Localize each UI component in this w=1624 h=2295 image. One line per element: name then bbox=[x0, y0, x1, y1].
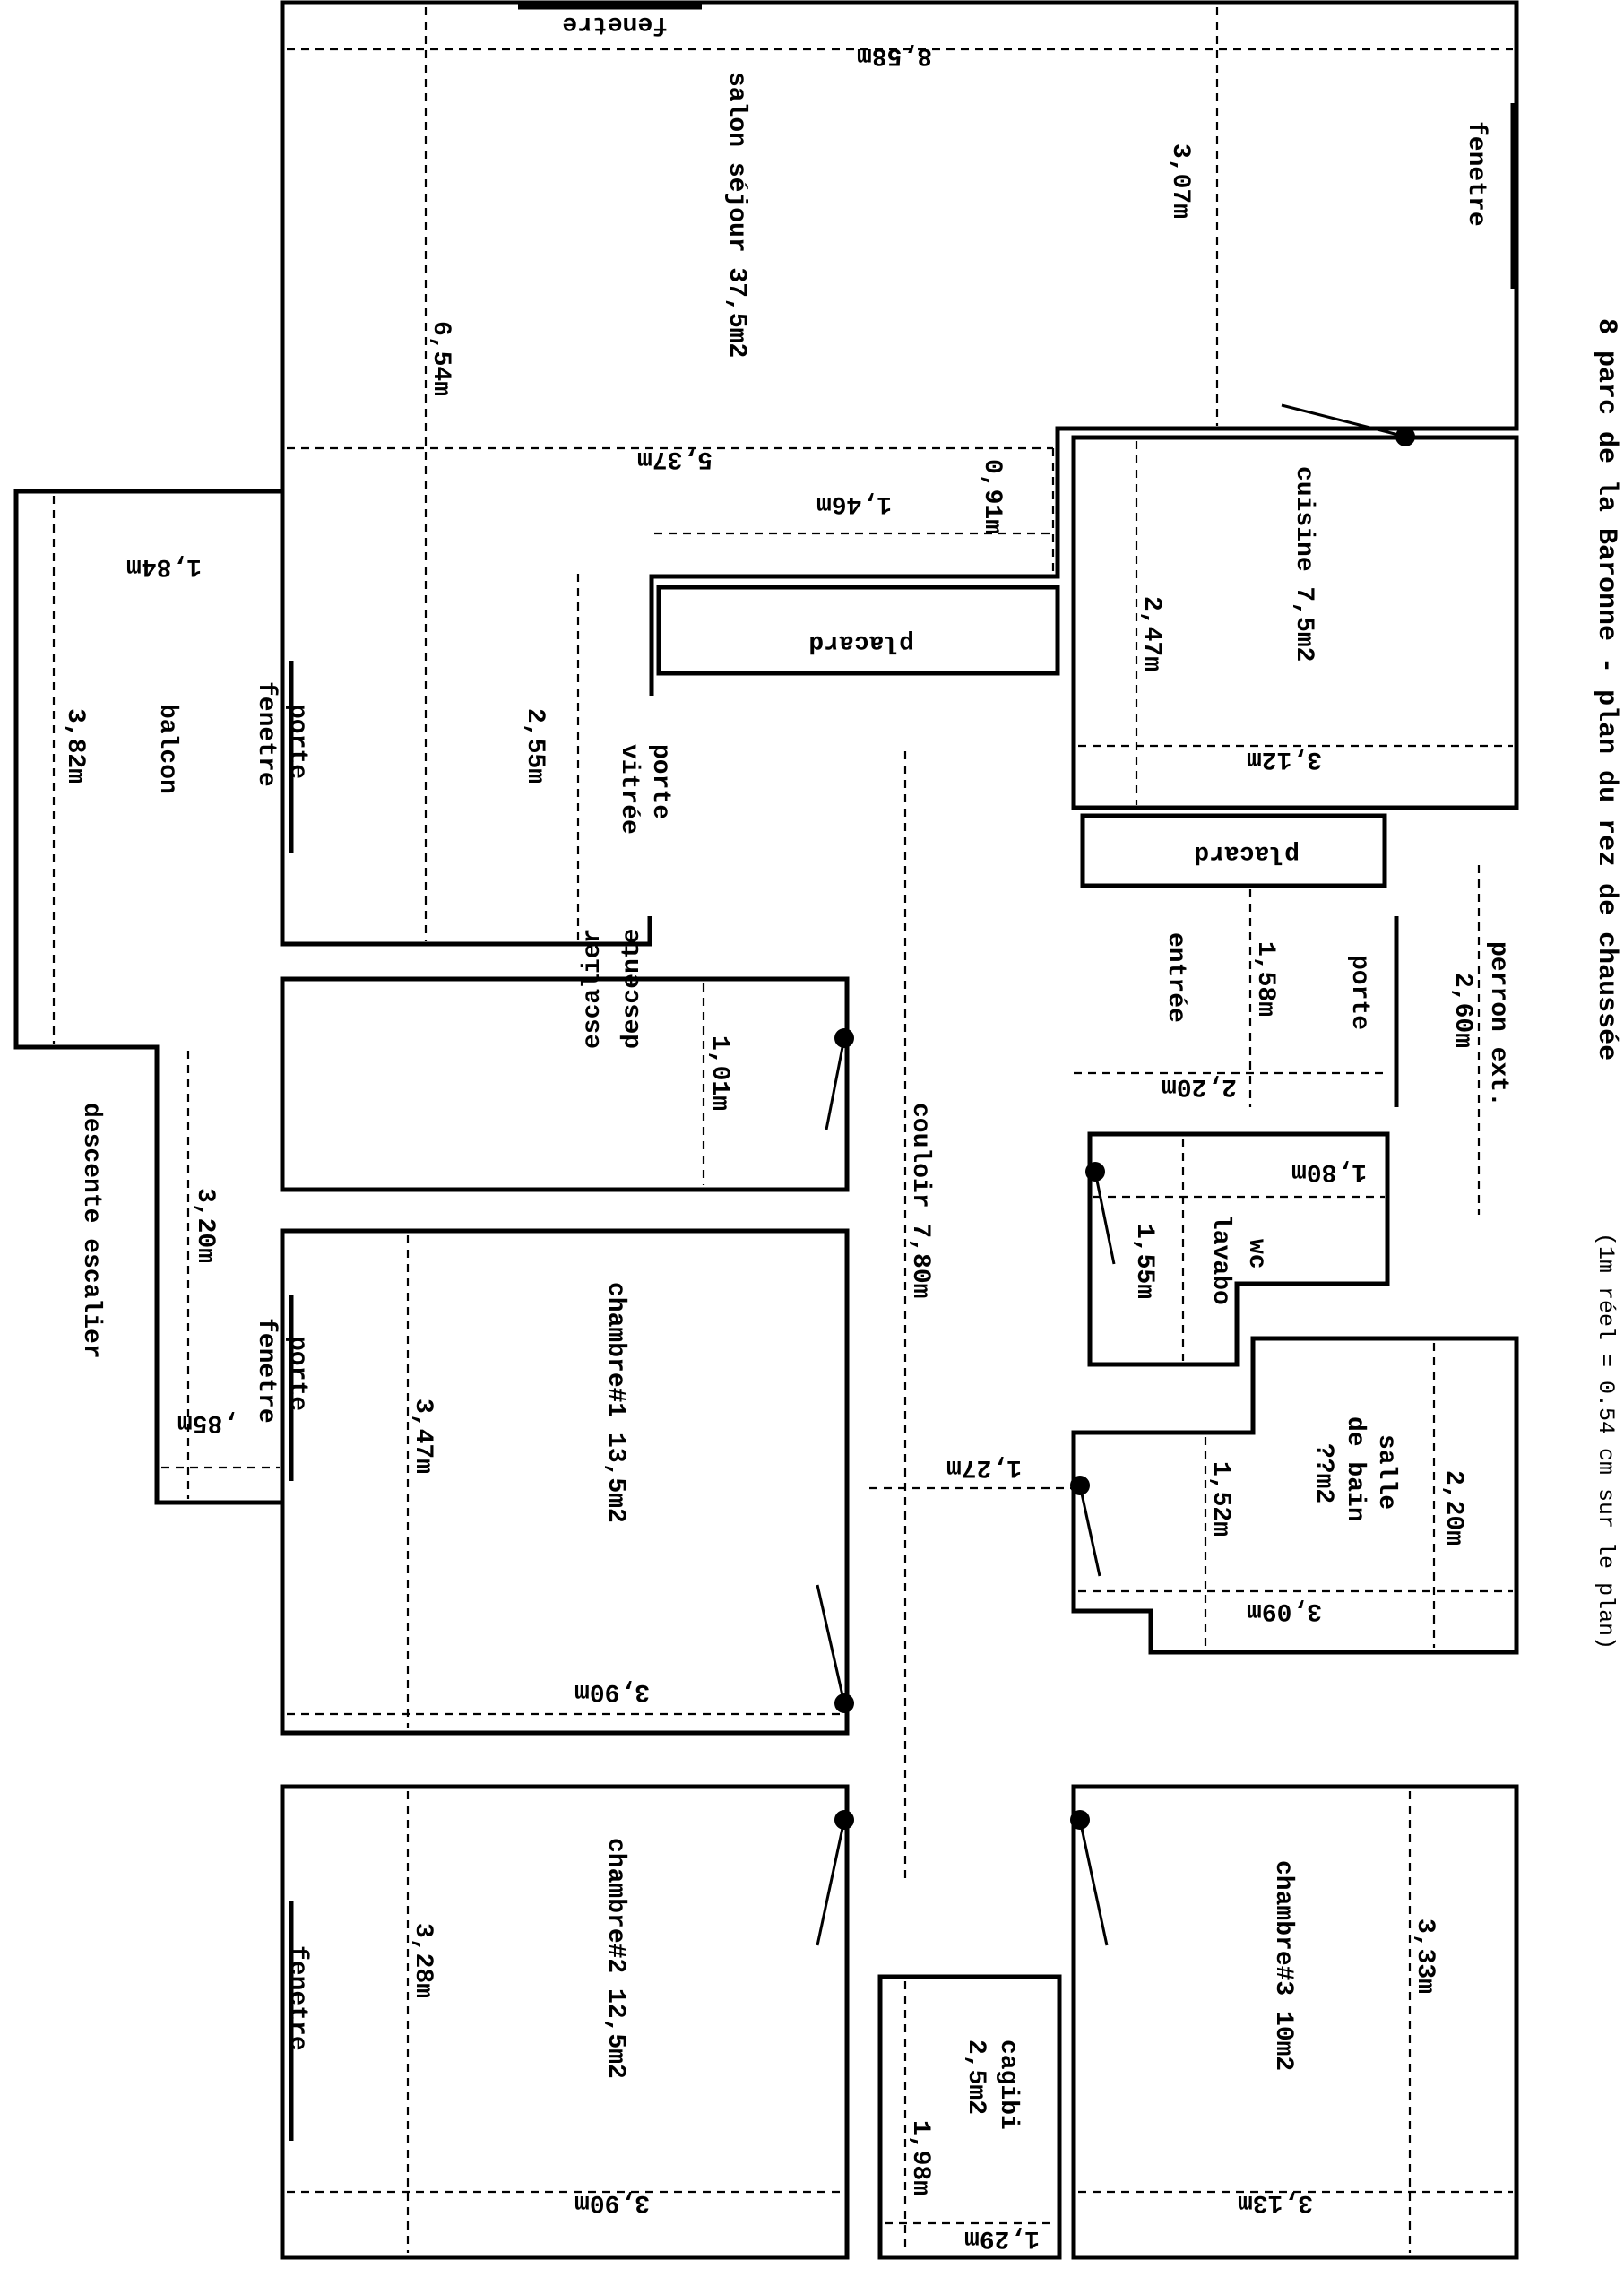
dim-wc-len: 1,55m bbox=[1130, 1224, 1158, 1299]
label-perron: perron ext. bbox=[1484, 941, 1512, 1107]
door-swing-ch1 bbox=[816, 1584, 846, 1704]
door-swing-ch2 bbox=[816, 1819, 846, 1946]
dim-sdb-full: 2,20m bbox=[1439, 1470, 1467, 1546]
dim-sdb-len: 1,52m bbox=[1206, 1461, 1234, 1537]
dim-salon-height: 6,54m bbox=[427, 321, 454, 396]
chambre3-walls bbox=[1071, 1784, 1519, 2260]
dim-couloir-width: 1,27m bbox=[946, 1453, 1022, 1481]
label-chambre1: chambre#1 13,5m2 bbox=[601, 1282, 629, 1523]
dim-sdb-width: 3,09m bbox=[1247, 1597, 1322, 1624]
label-sdb-1: salle bbox=[1372, 1434, 1400, 1510]
label-couloir: couloir 7,80m bbox=[906, 1103, 934, 1298]
dim-balcon-len: 3,82m bbox=[61, 708, 89, 784]
label-porte-vitree-2: vitrée bbox=[615, 744, 643, 835]
label-chambre2: chambre#2 12,5m2 bbox=[601, 1838, 629, 2079]
label-balcon: balcon bbox=[153, 704, 181, 794]
dim-salon-mid: 5,37m bbox=[637, 445, 713, 472]
dim-ch3-width: 3,13m bbox=[1238, 2188, 1313, 2216]
dim-entree-width: 2,20m bbox=[1162, 1072, 1237, 1100]
dim-ch3-len: 3,33m bbox=[1411, 1918, 1438, 1994]
dim-salon-right-height: 3,07m bbox=[1166, 143, 1194, 219]
door-hinge-sdb bbox=[1070, 1476, 1090, 1495]
label-cagibi-1: cagibi bbox=[994, 2040, 1022, 2130]
door-swing-ch3 bbox=[1078, 1819, 1109, 1946]
label-descente-2: escalier bbox=[579, 929, 607, 1049]
door-swing-wc bbox=[1093, 1171, 1116, 1265]
label-fenetre-ch2: fenetre bbox=[283, 1945, 311, 2051]
label-placard-salon: placard bbox=[808, 628, 914, 656]
dim-entree-len: 1,58m bbox=[1251, 941, 1279, 1017]
dimension-lines bbox=[52, 7, 1513, 2253]
dim-cagibi-width: 1,29m bbox=[964, 2224, 1040, 2252]
cuisine-walls bbox=[1071, 435, 1519, 810]
label-porte-fenetre-salon-1: porte bbox=[283, 704, 311, 779]
dim-perron: 2,60m bbox=[1448, 973, 1476, 1048]
label-lavabo: lavabo bbox=[1206, 1215, 1234, 1305]
dim-cagibi-len: 1,98m bbox=[906, 2120, 934, 2195]
salon-left-lower-wall bbox=[280, 491, 652, 947]
dim-ch2-width: 3,90m bbox=[574, 2188, 650, 2216]
dim-cuisine-len: 2,47m bbox=[1137, 596, 1165, 671]
salon-walls bbox=[280, 0, 1519, 696]
label-porte-fenetre-ch1-1: porte bbox=[283, 1336, 311, 1411]
door-hinge-ch3 bbox=[1070, 1810, 1090, 1830]
label-cuisine: cuisine 7,5m2 bbox=[1290, 466, 1317, 662]
label-descente-ext: descente escalier bbox=[77, 1103, 105, 1359]
label-chambre3: chambre#3 10m2 bbox=[1269, 1860, 1297, 2071]
dim-ch1-width: 3,90m bbox=[574, 1677, 650, 1705]
chambre1-walls bbox=[280, 1228, 850, 1736]
balcon-walls bbox=[13, 489, 282, 1505]
sdb-walls bbox=[1071, 1336, 1519, 1655]
dim-ch1-len: 3,47m bbox=[409, 1399, 436, 1474]
descente-escalier-walls bbox=[280, 976, 850, 1192]
door-hinge-ch1 bbox=[834, 1693, 854, 1713]
label-porte-vitree-1: porte bbox=[646, 744, 674, 819]
scale-note: (1m réel = 0.54 cm sur le plan) bbox=[1593, 1233, 1619, 1650]
door-hinge-wc bbox=[1085, 1162, 1105, 1182]
door-swing-sdb bbox=[1078, 1485, 1101, 1577]
label-porte-entree: porte bbox=[1345, 955, 1373, 1030]
label-wc: wc bbox=[1242, 1239, 1270, 1269]
placard-entree bbox=[1080, 813, 1387, 888]
dim-couloir-head: 1,46m bbox=[816, 489, 892, 517]
label-porte-fenetre-salon-2: fenetre bbox=[252, 681, 280, 787]
label-sdb-2: de bain bbox=[1341, 1416, 1369, 1522]
wc-walls bbox=[1087, 1131, 1390, 1367]
door-swing-descente bbox=[825, 1037, 846, 1130]
placard-salon bbox=[656, 585, 1060, 676]
label-porte-fenetre-ch1-2: fenetre bbox=[252, 1318, 280, 1424]
label-cagibi-2: 2,5m2 bbox=[962, 2040, 989, 2115]
dim-descente-width: 1,01m bbox=[705, 1035, 733, 1111]
dim-balcon-top: 1,84m bbox=[126, 552, 202, 580]
door-hinge-descente bbox=[834, 1028, 854, 1048]
dim-porte-vitree-span: 2,55m bbox=[521, 708, 549, 784]
label-fenetre-right: fenetre bbox=[1462, 121, 1490, 227]
door-hinge-cuisine bbox=[1395, 427, 1415, 446]
dim-salon-width: 8,58m bbox=[857, 41, 932, 69]
dim-wc-width: 1,80m bbox=[1291, 1157, 1367, 1185]
plan-title: 8 parc de la Baronne - plan du rez de ch… bbox=[1591, 318, 1621, 1061]
dim-ch2-len: 3,28m bbox=[409, 1923, 436, 1998]
label-salon: salon séjour 37,5m2 bbox=[722, 72, 750, 358]
label-sdb-3: ??m2 bbox=[1309, 1443, 1337, 1503]
label-fenetre-top: fenetre bbox=[562, 10, 668, 38]
dim-step-small: 0,91m bbox=[978, 459, 1006, 534]
door-swing-cuisine bbox=[1281, 403, 1406, 438]
label-placard-entree: placard bbox=[1194, 839, 1300, 867]
label-entree: entrée bbox=[1162, 932, 1189, 1023]
dim-descente-ext: 3,20m bbox=[191, 1188, 219, 1263]
dim-cuisine-width: 3,12m bbox=[1247, 745, 1322, 773]
cagibi-walls bbox=[877, 1974, 1062, 2260]
chambre2-walls bbox=[280, 1784, 850, 2260]
door-hinge-ch2 bbox=[834, 1810, 854, 1830]
dim-descente-ext-w: ,85m bbox=[177, 1408, 238, 1436]
label-descente-1: descente bbox=[618, 929, 646, 1049]
